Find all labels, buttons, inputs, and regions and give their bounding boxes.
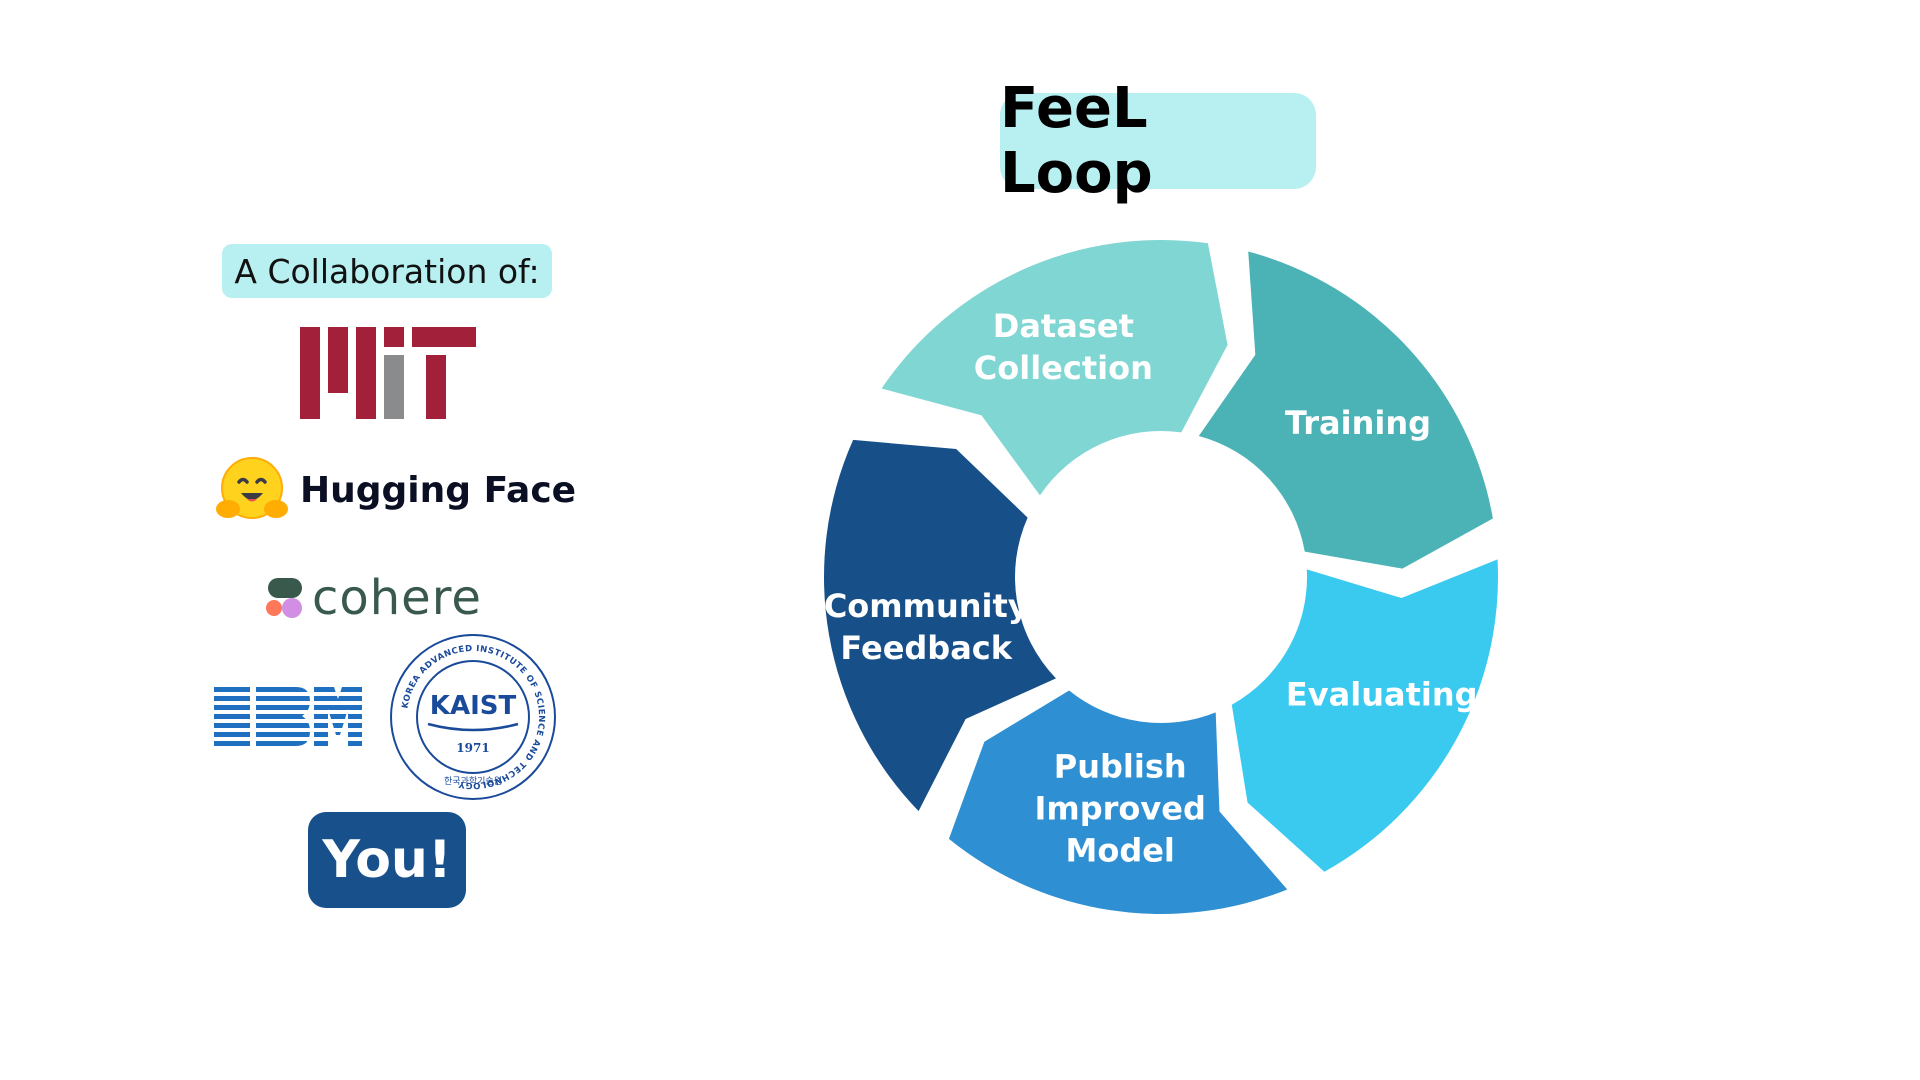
cycle-stage-label: Community (824, 587, 1029, 625)
cycle-stage-label: Publish (1054, 747, 1187, 785)
cycle-stage-label: Collection (974, 349, 1153, 387)
cohere-logo: cohere (262, 570, 482, 626)
hugging-face-emoji-icon (216, 457, 288, 519)
hugging-face-name: Hugging Face (300, 469, 577, 511)
you-badge: You! (308, 812, 466, 908)
cohere-name: cohere (312, 570, 482, 626)
ibm-logo (214, 687, 362, 751)
cycle-stage-label: Dataset (993, 307, 1134, 345)
cycle-segment-5 (823, 439, 1056, 812)
kaist-korean-name: 한국과학기술원 (444, 776, 502, 787)
cycle-segment-2 (1198, 251, 1493, 569)
cycle-stage-label: Model (1065, 831, 1174, 869)
cycle-stage-label: Training (1285, 404, 1431, 442)
cycle-stage-label: Improved (1034, 789, 1205, 827)
collaboration-header: A Collaboration of: (222, 244, 552, 298)
kaist-name: KAIST (430, 691, 517, 721)
mit-logo (300, 327, 476, 423)
cycle-stage-label: Feedback (840, 629, 1012, 667)
cycle-segment-4 (948, 690, 1288, 914)
kaist-seal-logo: KOREA ADVANCED INSTITUTE OF SCIENCE AND … (388, 632, 558, 806)
kaist-year: 1971 (456, 741, 489, 755)
cohere-mark-icon (266, 578, 302, 618)
hugging-face-logo: Hugging Face (214, 455, 576, 525)
cycle-segment-1 (881, 240, 1228, 496)
cycle-stage-label: Evaluating (1286, 675, 1478, 713)
cycle-segment-3 (1231, 559, 1499, 872)
